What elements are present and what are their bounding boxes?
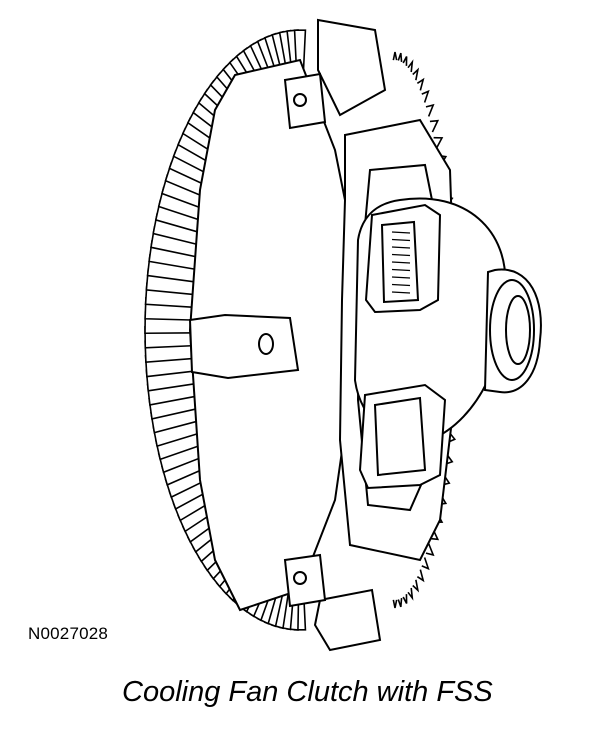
connector-pin [391,253,411,257]
connector-pin [391,291,411,294]
flange-tooth [397,597,403,608]
flange-tooth [392,51,398,61]
flange-tooth [402,594,408,604]
flange-tooth [392,599,398,609]
flange-tooth [412,67,420,81]
flange-tooth [407,59,414,73]
flange-tooth [421,89,430,103]
flange-tooth [425,103,435,117]
figure-reference-code: N0027028 [28,624,109,643]
flange-tooth [407,587,414,601]
flange-tooth [425,543,435,557]
connector-pin [391,261,411,264]
connector-pin [391,246,411,249]
flange-tooth [402,56,408,66]
connector-pin [391,283,411,287]
flange-tooth [397,52,403,63]
flange-tooth [416,77,425,91]
connector-pin [391,238,411,242]
flange-tooth [412,579,420,593]
flange-tooth [421,557,430,571]
flange-tooth [416,569,425,583]
connector-pin [391,231,411,234]
clutch-body [188,18,542,652]
connector-pin [391,276,411,279]
sensor-connector-pins [391,231,411,294]
figure-caption: Cooling Fan Clutch with FSS [122,676,493,708]
flange-tooth [429,119,440,133]
connector-pin [391,268,411,272]
